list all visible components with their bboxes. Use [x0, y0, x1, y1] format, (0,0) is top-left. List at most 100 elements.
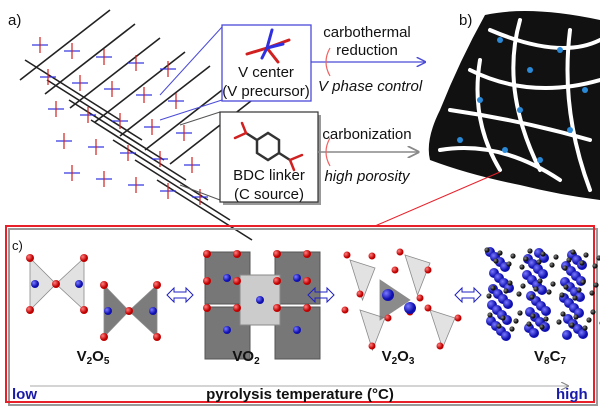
bdc-molecule-icon — [233, 121, 304, 172]
oxygen-atom — [356, 290, 364, 298]
vanadium-atom — [529, 328, 539, 338]
carbon-atom — [516, 291, 522, 297]
panel-c-shadow — [8, 228, 598, 406]
vanadium-atom — [382, 289, 394, 301]
carbon-atom — [570, 249, 576, 255]
linker-strand — [119, 65, 211, 137]
carbon-atom — [573, 314, 579, 320]
v-center-label: V center — [238, 64, 294, 81]
linker-strand — [144, 79, 236, 151]
v-phase-control-label: V phase control — [318, 78, 423, 95]
linker-strand — [90, 119, 187, 181]
carbon-atom — [529, 294, 535, 300]
heat-curve-1 — [325, 47, 331, 77]
pore-channel — [438, 146, 562, 182]
oxygen-atom — [454, 314, 462, 322]
carbon-atom — [569, 322, 575, 328]
oxygen-atom — [153, 281, 161, 289]
carbon-atom — [559, 292, 565, 298]
oxygen-atom — [273, 250, 281, 258]
v-nanoparticle — [477, 97, 483, 103]
pore-channel — [488, 28, 600, 50]
carbonization-label: carbonization — [322, 126, 412, 143]
v-center-icon — [245, 28, 291, 64]
v2o3-tetrahedron — [404, 254, 431, 297]
v2o3-tetrahedron — [379, 279, 411, 321]
v2o5-tetrahedron — [55, 257, 85, 311]
heat-curve-2 — [325, 137, 331, 167]
oxygen-atom — [233, 304, 241, 312]
porous-carbon-block — [428, 11, 600, 200]
v-center-box — [221, 24, 312, 102]
v-nanoparticle — [537, 157, 543, 163]
pore-channel — [468, 68, 600, 90]
c-source-label: (C source) — [233, 186, 305, 203]
carbon-atom — [592, 263, 598, 269]
vanadium-atom — [578, 329, 588, 339]
carbon-atom — [500, 315, 506, 321]
carbon-atom — [553, 254, 559, 260]
linker-strand — [94, 51, 186, 123]
carbon-atom — [579, 260, 585, 266]
carbon-atom — [526, 321, 532, 327]
carbon-atom — [503, 288, 509, 294]
carbon-atom — [519, 264, 525, 270]
oxygen-atom — [303, 277, 311, 285]
carbon-atom — [572, 295, 578, 301]
carbon-atom — [484, 247, 490, 253]
vanadium-atom — [256, 296, 264, 304]
phase-label-v2o3: V2O3 — [381, 348, 415, 367]
carbon-atom — [513, 318, 519, 324]
oxygen-atom — [343, 251, 351, 259]
panel-label-b: b) — [459, 12, 473, 29]
vanadium-atom — [31, 280, 39, 288]
vanadium-atom — [537, 285, 547, 295]
carbon-atom — [509, 326, 515, 332]
carbon-atom — [487, 312, 493, 318]
carbon-atom — [590, 309, 596, 315]
oxygen-atom — [80, 306, 88, 314]
v-nanoparticle — [582, 87, 588, 93]
oxygen-atom — [125, 307, 133, 315]
carbon-atom — [580, 279, 586, 285]
carbon-atom — [527, 248, 533, 254]
oxygen-atom — [233, 250, 241, 258]
carbon-atom — [520, 283, 526, 289]
bdc-linker-label: BDC linker — [233, 167, 305, 184]
oxygen-atom — [391, 266, 399, 274]
carbon-atom — [537, 278, 543, 284]
carbon-atom — [566, 257, 572, 263]
carbon-atom — [510, 253, 516, 259]
v2o3-tetrahedron — [349, 259, 376, 302]
carbon-atom — [539, 324, 545, 330]
carbon-atom — [556, 319, 562, 325]
carbon-atom — [497, 250, 503, 256]
v-nanoparticle — [517, 107, 523, 113]
v2o3-tetrahedron — [429, 309, 456, 350]
v-nanoparticle — [497, 37, 503, 43]
vanadium-atom — [104, 307, 112, 315]
carbon-atom — [496, 323, 502, 329]
carbon-atom — [589, 290, 595, 296]
oxygen-atom — [100, 281, 108, 289]
vanadium-atom — [223, 326, 231, 334]
oxygen-atom — [273, 277, 281, 285]
v-nanoparticle — [457, 137, 463, 143]
pore-channel — [565, 28, 592, 192]
equilibrium-arrows — [166, 286, 482, 304]
oxygen-atom — [303, 304, 311, 312]
oxygen-atom — [273, 304, 281, 312]
carbon-atom — [490, 285, 496, 291]
zoom-lines-v — [159, 26, 223, 121]
vanadium-atom — [293, 274, 301, 282]
oxygen-atom — [153, 333, 161, 341]
oxygen-atom — [80, 254, 88, 262]
linker-strand — [69, 37, 161, 109]
phase-label-v8c7: V8C7 — [534, 348, 566, 367]
oxygen-atom — [368, 342, 376, 350]
v2o3-tetrahedron — [359, 309, 386, 352]
vanadium-atom — [541, 306, 551, 316]
carbon-atom — [549, 262, 555, 268]
carbon-atom — [586, 317, 592, 323]
carbon-atom — [593, 282, 599, 288]
